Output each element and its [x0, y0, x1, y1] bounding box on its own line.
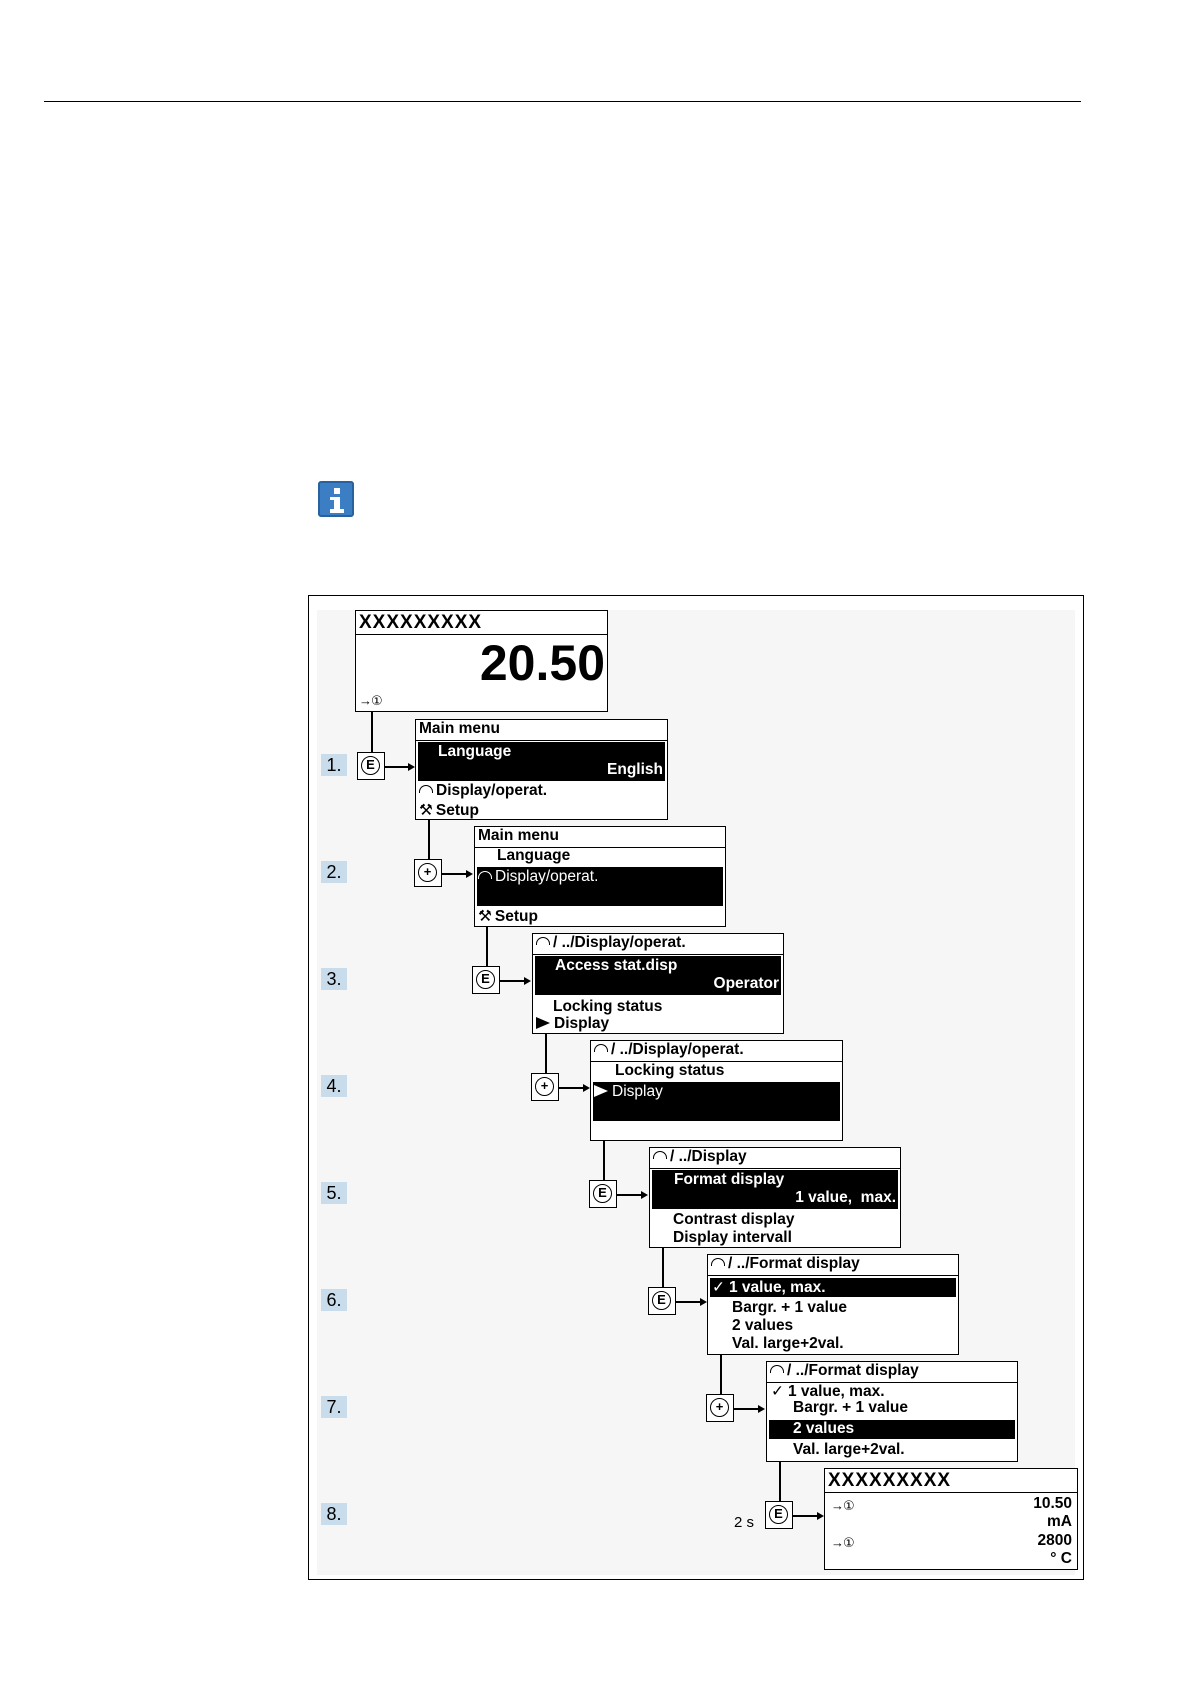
submenu-arrow-icon [594, 1085, 608, 1097]
highlighted-item: Display [593, 1082, 840, 1121]
menu-item[interactable]: ⚒Setup [478, 908, 538, 925]
menu-item[interactable]: Language [497, 847, 571, 864]
screen-title: / ../Display [653, 1148, 747, 1166]
menu-item[interactable]: Contrast display [673, 1211, 795, 1228]
header-rule [44, 101, 1081, 102]
menu-screen-1: Main menu Language English Display/opera… [415, 719, 668, 820]
gauge-icon [594, 1044, 608, 1052]
highlighted-item: ✓1 value, max. [710, 1278, 956, 1297]
step-number: 4. [321, 1075, 347, 1097]
screen-title: / ../Format display [711, 1255, 860, 1273]
menu-item[interactable]: Display intervall [673, 1229, 792, 1246]
screen-title: / ../Display/operat. [536, 934, 686, 952]
output-indicator-icon: →① [831, 1498, 855, 1513]
enter-key[interactable]: E [357, 752, 385, 780]
menu-screen-2: Main menu Language Display/operat. ⚒Setu… [474, 826, 726, 927]
output-indicator-icon: →① [831, 1535, 855, 1550]
output-indicator-icon: →① [359, 693, 383, 708]
step-number: 1. [321, 754, 347, 776]
wrench-icon: ⚒ [478, 908, 492, 925]
menu-item[interactable]: ✓1 value, max. [771, 1383, 885, 1400]
plus-key[interactable]: + [531, 1073, 559, 1101]
display-title: XXXXXXXXX [359, 612, 483, 633]
highlighted-item: 2 values [769, 1420, 1015, 1439]
enter-key[interactable]: E [589, 1180, 617, 1208]
menu-screen-5: / ../Display Format display 1 value, max… [649, 1147, 901, 1248]
submenu-arrow-icon [536, 1017, 550, 1029]
menu-item[interactable]: Locking status [615, 1062, 725, 1079]
highlighted-item: Language English [418, 742, 665, 781]
gauge-icon [711, 1258, 725, 1266]
info-icon [318, 481, 354, 517]
unit-1: mA [1047, 1513, 1072, 1530]
menu-screen-4: / ../Display/operat. Locking status Disp… [590, 1040, 843, 1141]
display-value: 20.50 [479, 635, 605, 691]
screen-title: / ../Display/operat. [594, 1041, 744, 1059]
wrench-icon: ⚒ [419, 802, 433, 819]
display-title: XXXXXXXXX [828, 1470, 952, 1491]
menu-item[interactable]: Val. large+2val. [732, 1335, 844, 1352]
highlighted-item: Display/operat. [477, 867, 723, 906]
menu-screen-6: / ../Format display ✓1 value, max. Bargr… [707, 1254, 959, 1355]
unit-2: ° C [1050, 1550, 1072, 1567]
menu-item[interactable]: Locking status [553, 998, 663, 1015]
highlighted-item: Access stat.disp Operator [535, 956, 781, 995]
step-number: 6. [321, 1289, 347, 1311]
enter-key[interactable]: E [472, 966, 500, 994]
gauge-icon [770, 1365, 784, 1373]
menu-screen-7: / ../Format display ✓1 value, max. Bargr… [766, 1361, 1018, 1462]
screen-title: Main menu [478, 827, 559, 844]
menu-item[interactable]: Bargr. + 1 value [793, 1399, 909, 1416]
step-number: 2. [321, 861, 347, 883]
plus-key[interactable]: + [706, 1394, 734, 1422]
gauge-icon [419, 785, 433, 793]
gauge-icon [478, 871, 492, 879]
step-number: 8. [321, 1503, 347, 1525]
gauge-icon [536, 937, 550, 945]
highlighted-item: Format display 1 value, max. [652, 1170, 898, 1209]
menu-screen-3: / ../Display/operat. Access stat.disp Op… [532, 933, 784, 1034]
checkmark-icon: ✓ [771, 1383, 784, 1400]
enter-key[interactable]: E [765, 1501, 793, 1529]
menu-item[interactable]: Val. large+2val. [793, 1441, 905, 1458]
step-number: 5. [321, 1182, 347, 1204]
enter-key[interactable]: E [648, 1287, 676, 1315]
menu-item[interactable]: Display [536, 1015, 609, 1033]
menu-item[interactable]: Bargr. + 1 value [732, 1299, 848, 1316]
result-display: XXXXXXXXX →① 10.50 mA →① 2800 ° C [824, 1468, 1078, 1570]
menu-item[interactable]: Display/operat. [419, 782, 547, 800]
gauge-icon [653, 1151, 667, 1159]
plus-key[interactable]: + [414, 859, 442, 887]
screen-title: Main menu [419, 720, 500, 737]
delay-label: 2 s [734, 1514, 755, 1531]
value-1: 10.50 [1033, 1495, 1072, 1512]
value-2: 2800 [1037, 1532, 1072, 1549]
step-number: 7. [321, 1396, 347, 1418]
checkmark-icon: ✓ [712, 1279, 725, 1296]
menu-item[interactable]: ⚒Setup [419, 802, 479, 819]
operational-display: XXXXXXXXX 20.50 →① [355, 610, 608, 712]
menu-item[interactable]: 2 values [732, 1317, 794, 1334]
screen-title: / ../Format display [770, 1362, 919, 1380]
step-number: 3. [321, 968, 347, 990]
